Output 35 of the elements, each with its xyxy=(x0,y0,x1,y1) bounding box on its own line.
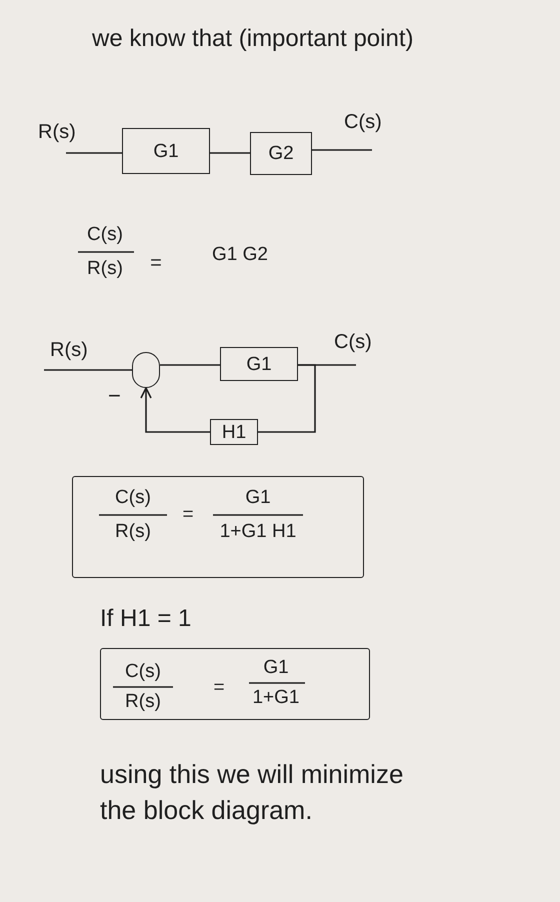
formula-box xyxy=(100,648,370,720)
fraction-denominator: R(s) xyxy=(125,691,161,713)
signal-line xyxy=(160,364,220,366)
equals-sign: = xyxy=(213,677,225,699)
signal-line xyxy=(44,369,132,371)
signal-label: C(s) xyxy=(344,110,382,134)
fraction-numerator: G1 xyxy=(263,657,289,679)
signal-line xyxy=(210,152,250,154)
fraction-numerator: C(s) xyxy=(115,487,151,509)
transfer-function-block: G1 xyxy=(220,347,298,381)
fraction-numerator: G1 xyxy=(245,487,271,509)
signal-line xyxy=(258,364,316,433)
note-text: using this we will minimize the block diagram. xyxy=(100,758,404,827)
equals-sign: = xyxy=(150,252,162,274)
fraction-denominator: R(s) xyxy=(87,258,123,280)
title-text: we know that (important point) xyxy=(92,24,414,54)
fraction-denominator: R(s) xyxy=(115,521,151,543)
signal-label: C(s) xyxy=(334,330,372,354)
minus-sign: − xyxy=(108,384,121,408)
condition-text: If H1 = 1 xyxy=(100,604,192,634)
fraction-numerator: C(s) xyxy=(125,661,161,683)
signal-label: R(s) xyxy=(38,120,76,144)
formula-box xyxy=(72,476,364,578)
signal-label: R(s) xyxy=(50,338,88,362)
equals-sign: = xyxy=(182,504,194,526)
transfer-function-block: G1 xyxy=(122,128,210,174)
transfer-function-block: H1 xyxy=(210,419,258,445)
product-expression: G1 G2 xyxy=(212,244,268,266)
transfer-function-block: G2 xyxy=(250,132,312,175)
signal-line xyxy=(66,152,122,154)
signal-line xyxy=(312,149,372,151)
fraction-denominator: 1+G1 H1 xyxy=(220,521,296,543)
fraction-numerator: C(s) xyxy=(87,224,123,246)
feedback-arrow xyxy=(140,387,210,433)
fraction-denominator: 1+G1 xyxy=(252,687,300,709)
